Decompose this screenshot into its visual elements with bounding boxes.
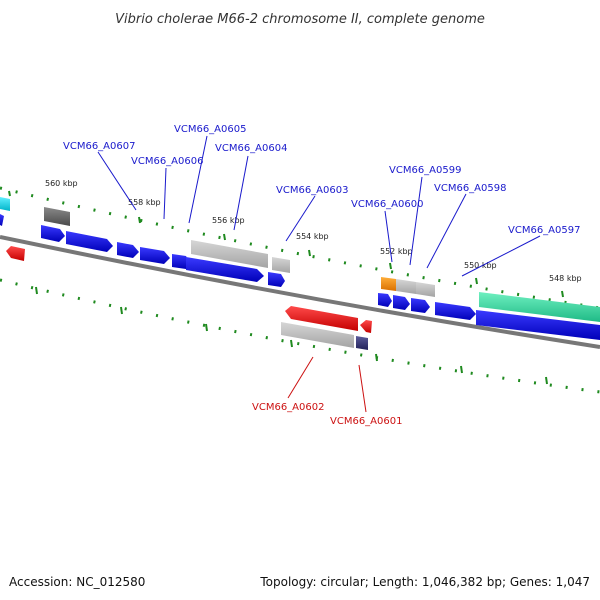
label-a0602[interactable]: VCM66_A0602 <box>252 402 324 413</box>
scale-label-548: 548 kbp <box>549 274 582 283</box>
gene-arrow-3[interactable] <box>117 242 139 258</box>
gene-a0602-gray[interactable] <box>281 322 354 348</box>
scale-labels: 560 kbp 558 kbp 556 kbp 554 kbp 552 kbp … <box>45 179 582 283</box>
scale-label-552: 552 kbp <box>380 247 413 256</box>
topology-summary-text: Topology: circular; Length: 1,046,382 bp… <box>259 575 590 589</box>
gene-a0605-block[interactable] <box>191 240 268 268</box>
label-a0607[interactable]: VCM66_A0607 <box>63 141 135 152</box>
gene-arrow-9[interactable] <box>393 295 410 310</box>
scale-label-558: 558 kbp <box>128 198 161 207</box>
gene-arrow-a0606[interactable] <box>66 231 113 252</box>
gene-arrow-10[interactable] <box>411 298 430 313</box>
gene-a0601-navy[interactable] <box>356 336 368 350</box>
gene-arrow-12[interactable] <box>476 310 600 340</box>
scale-label-556: 556 kbp <box>212 216 245 225</box>
forward-gene-labels: VCM66_A0607 VCM66_A0606 VCM66_A0605 VCM6… <box>63 124 580 236</box>
scale-label-550: 550 kbp <box>464 261 497 270</box>
gene-a0599-block[interactable] <box>396 279 416 294</box>
label-a0603[interactable]: VCM66_A0603 <box>276 185 348 196</box>
map-title: Vibrio cholerae M66-2 chromosome II, com… <box>115 12 485 27</box>
gene-cyan-edge[interactable] <box>0 197 10 211</box>
chromosome-backbone <box>0 235 600 349</box>
gene-arrow-8[interactable] <box>378 293 392 307</box>
gene-darkgray-block[interactable] <box>44 207 70 226</box>
scale-label-554: 554 kbp <box>296 232 329 241</box>
label-a0598[interactable]: VCM66_A0598 <box>434 183 506 194</box>
gene-a0600-block[interactable] <box>381 277 396 291</box>
gene-a0598-block[interactable] <box>416 282 435 297</box>
gene-a0602-red[interactable] <box>285 306 358 331</box>
gene-arrow-5[interactable] <box>172 254 190 269</box>
reverse-gene-labels: VCM66_A0602 VCM66_A0601 <box>252 402 402 427</box>
label-a0605[interactable]: VCM66_A0605 <box>174 124 246 135</box>
gene-arrow-a0604[interactable] <box>186 257 264 282</box>
label-a0606[interactable]: VCM66_A0606 <box>131 156 203 167</box>
gene-arrow-11[interactable] <box>435 302 476 320</box>
accession-text: Accession: NC_012580 <box>9 575 145 589</box>
gene-arrow-left-edge[interactable] <box>0 214 4 226</box>
reverse-leader-lines <box>287 356 367 413</box>
scale-label-560: 560 kbp <box>45 179 78 188</box>
gene-red-small[interactable] <box>360 320 372 333</box>
forward-leader-lines <box>97 135 541 277</box>
label-a0597[interactable]: VCM66_A0597 <box>508 225 580 236</box>
gene-arrow-a0607[interactable] <box>41 225 65 242</box>
gene-a0597-teal-block[interactable] <box>479 292 600 322</box>
gene-a0603-block[interactable] <box>272 257 290 273</box>
label-a0599[interactable]: VCM66_A0599 <box>389 165 461 176</box>
blue-gene-arrows <box>0 214 600 340</box>
label-a0604[interactable]: VCM66_A0604 <box>215 143 287 154</box>
label-a0601[interactable]: VCM66_A0601 <box>330 416 402 427</box>
gene-red-left[interactable] <box>6 246 25 261</box>
label-a0600[interactable]: VCM66_A0600 <box>351 199 423 210</box>
major-ticks <box>8 190 564 385</box>
reverse-features <box>6 246 372 350</box>
gene-arrow-4[interactable] <box>140 247 170 264</box>
forward-features <box>0 197 600 322</box>
gene-arrow-7[interactable] <box>268 272 285 287</box>
